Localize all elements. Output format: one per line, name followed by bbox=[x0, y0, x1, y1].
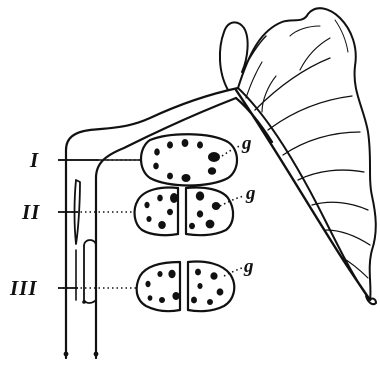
label-section-2: II bbox=[21, 200, 40, 224]
section-3-leaf-trace bbox=[137, 262, 235, 312]
section-1-leaf-trace bbox=[141, 134, 237, 185]
label-g-2: g bbox=[245, 183, 256, 204]
stem bbox=[64, 88, 272, 358]
label-section-3: III bbox=[9, 276, 38, 300]
section-2-leaf-trace bbox=[135, 187, 234, 235]
label-g-1: g bbox=[241, 133, 252, 154]
label-g-3: g bbox=[243, 256, 254, 277]
label-section-1: I bbox=[29, 148, 39, 172]
